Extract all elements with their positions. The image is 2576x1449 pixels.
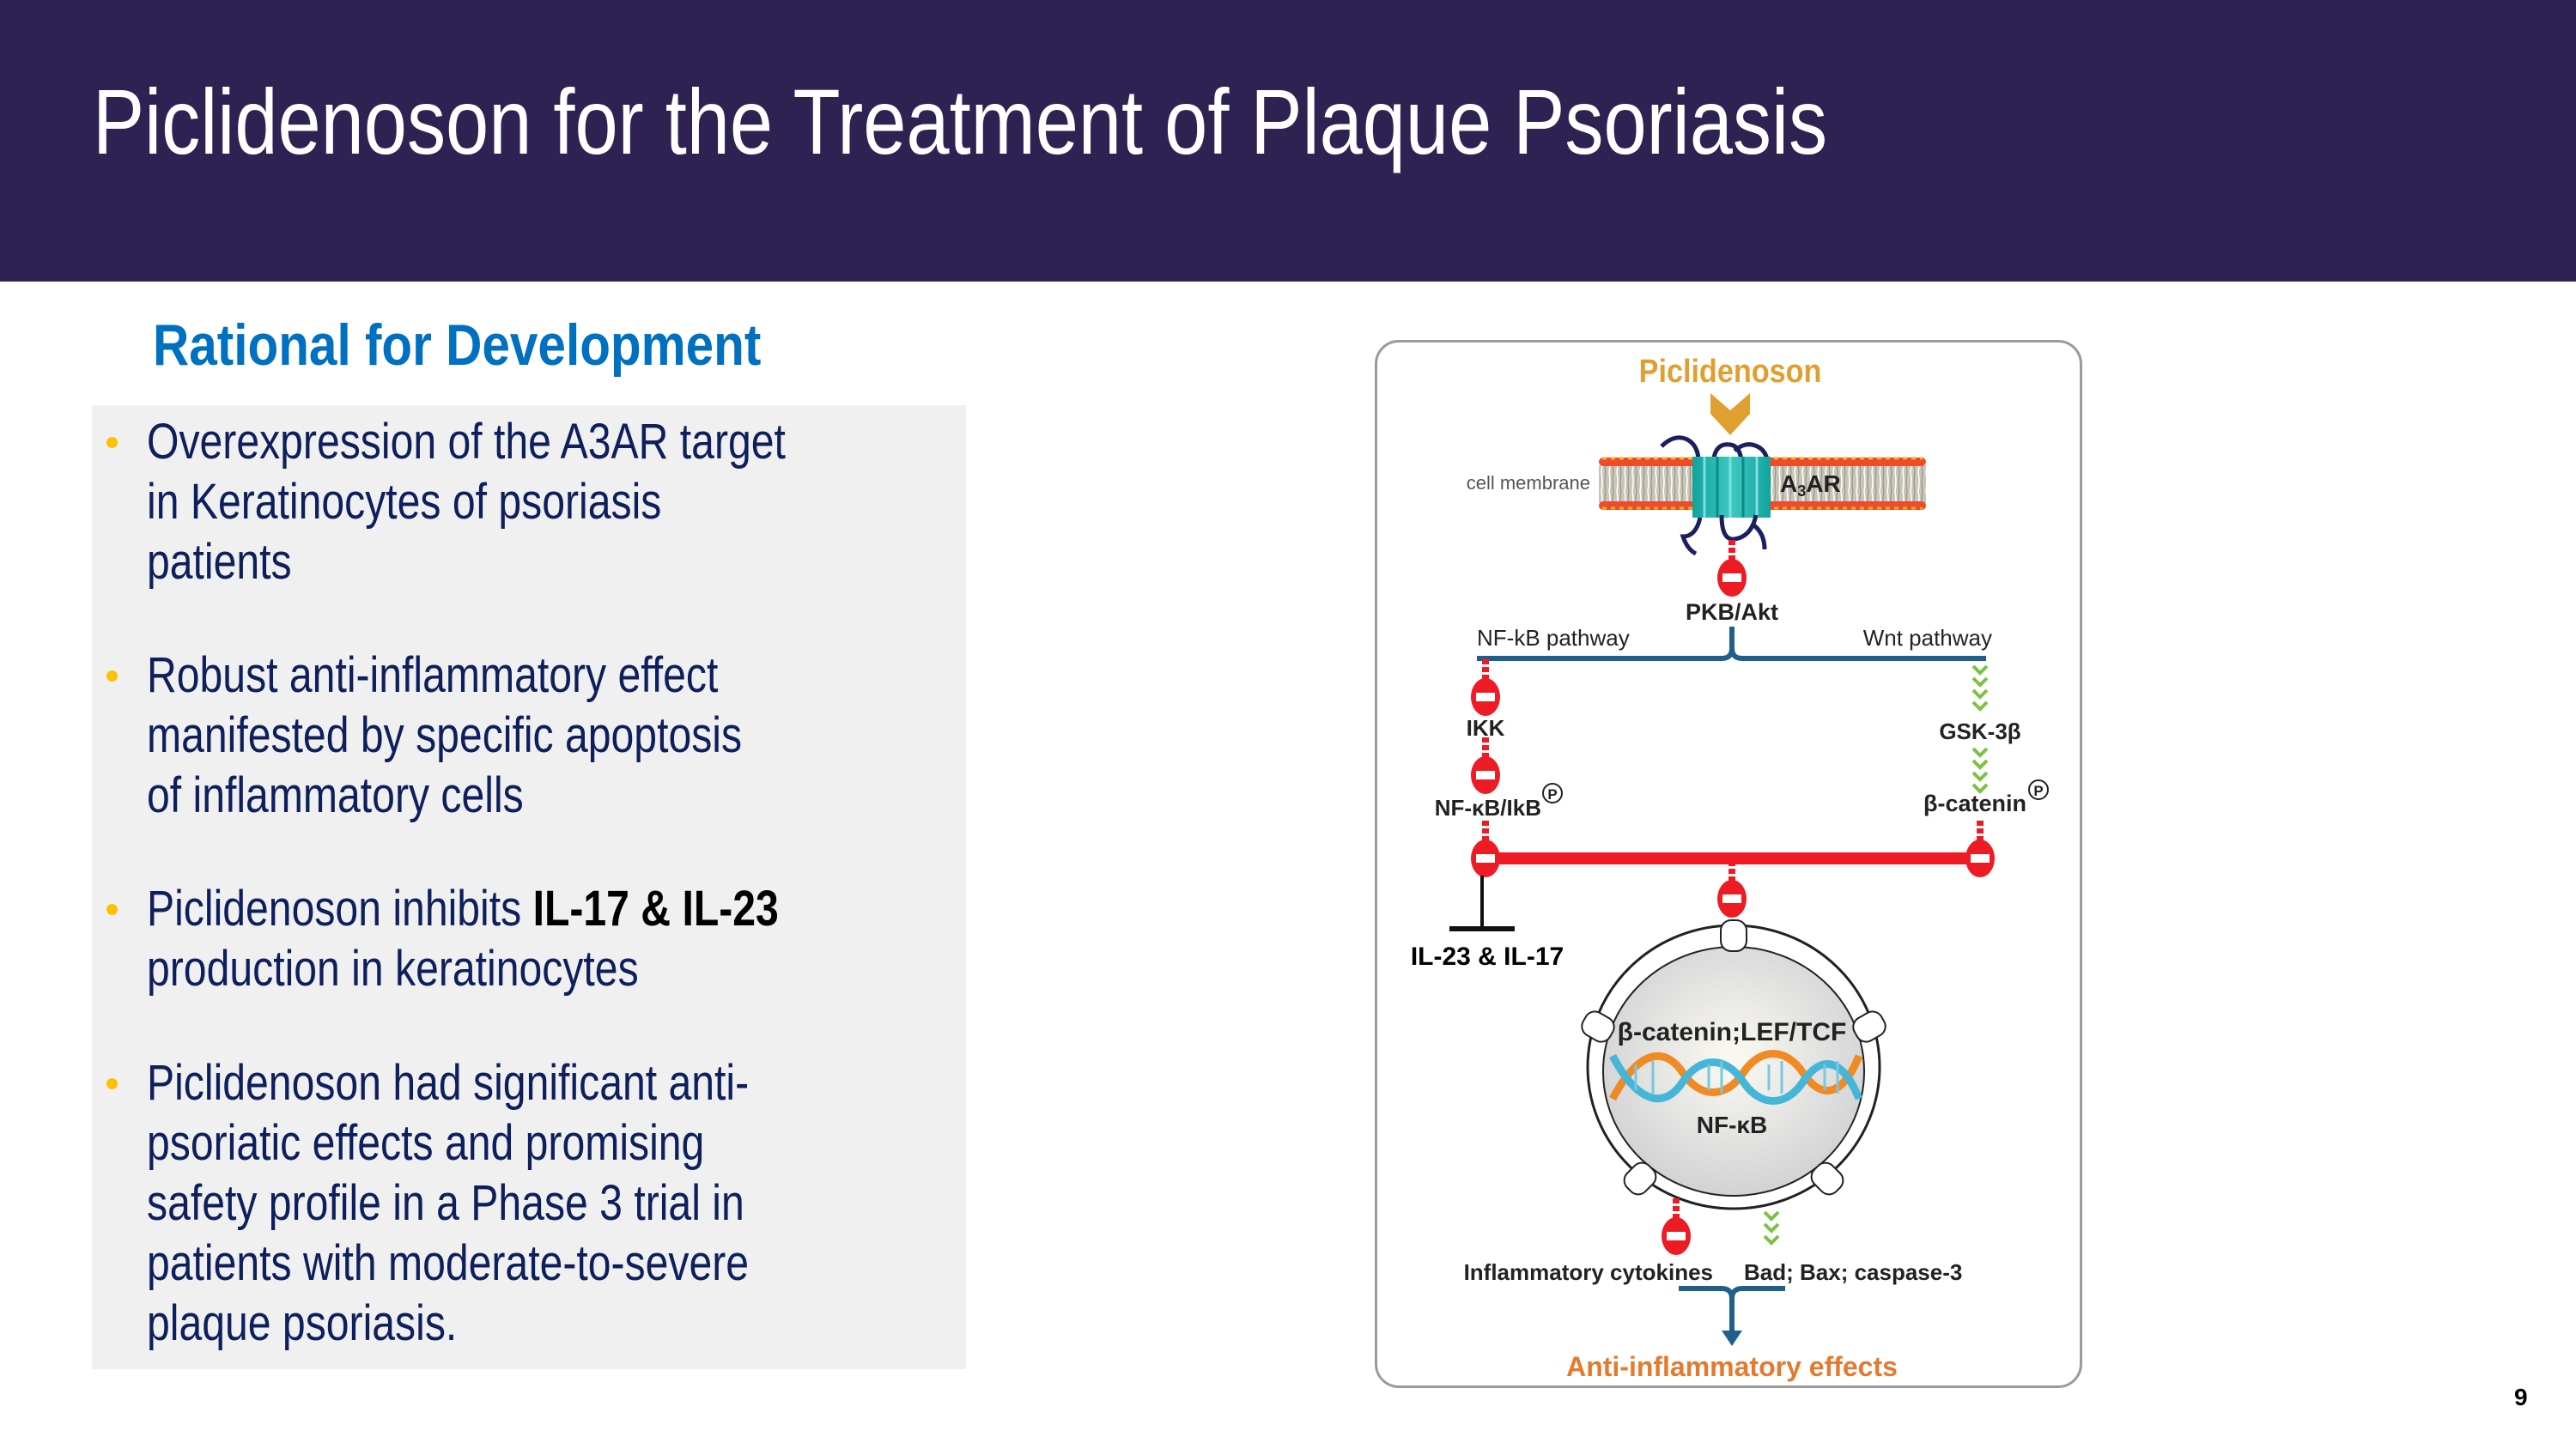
bullet-text: Piclidenoson had significant anti- psori… bbox=[147, 1053, 1002, 1354]
bullet-line: psoriatic effects and promising bbox=[147, 1115, 705, 1171]
bullet-line: safety profile in a Phase 3 trial in bbox=[147, 1175, 744, 1231]
bullet-text: Piclidenoson inhibits IL-17 & IL-23 prod… bbox=[147, 879, 1002, 999]
bullet-line: Piclidenoson had significant anti- bbox=[147, 1055, 750, 1111]
bullet-text: Robust anti-inflammatory effect manifest… bbox=[147, 646, 1002, 826]
bullet-dot-icon bbox=[106, 670, 118, 682]
page-number: 9 bbox=[2514, 1384, 2528, 1410]
bullet-line: production in keratinocytes bbox=[147, 941, 639, 997]
bullet-dot-icon bbox=[106, 904, 118, 915]
bullet-line: Robust anti-inflammatory effect bbox=[147, 647, 719, 703]
bullet-line-text: Piclidenoson inhibits bbox=[147, 881, 533, 937]
bullet-line: plaque psoriasis. bbox=[147, 1295, 458, 1351]
bullet-dot-icon bbox=[106, 1078, 118, 1089]
bullet-line: manifested by specific apoptosis bbox=[147, 707, 743, 763]
bullet-dot-icon bbox=[106, 437, 118, 448]
bullet-emphasis: IL-17 & IL-23 bbox=[532, 881, 779, 937]
bullet-line: of inflammatory cells bbox=[147, 767, 524, 823]
bullet-line: in Keratinocytes of psoriasis bbox=[147, 474, 662, 530]
bullet-text: Overexpression of the A3AR target in Ker… bbox=[147, 412, 1002, 592]
bullet-line: Overexpression of the A3AR target bbox=[147, 414, 786, 470]
bullet-line: patients bbox=[147, 534, 292, 590]
bullet-line: Piclidenoson inhibits IL-17 & IL-23 bbox=[147, 879, 1002, 939]
section-title: Rational for Development bbox=[153, 312, 762, 378]
bullet-panel: Overexpression of the A3AR target in Ker… bbox=[92, 405, 966, 1369]
title-bar: Piclidenoson for the Treatment of Plaque… bbox=[0, 0, 2576, 282]
slide-title: Piclidenoson for the Treatment of Plaque… bbox=[93, 70, 1828, 173]
mechanism-diagram-frame bbox=[1375, 340, 2082, 1388]
bullet-line: patients with moderate-to-severe bbox=[147, 1235, 750, 1291]
